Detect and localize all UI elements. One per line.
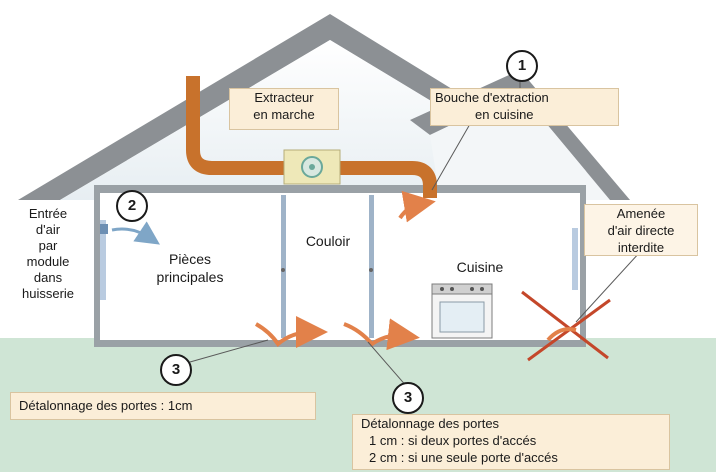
air-inlet-line2: d'air	[35, 222, 61, 237]
leader-lines	[189, 80, 641, 389]
door-undercut-2-line2: 1 cm : si deux portes d'accés	[369, 433, 537, 448]
kitchen-outlet-line1: Bouche d'extraction	[435, 90, 549, 105]
door-undercut-2-line1: Détalonnage des portes	[361, 416, 500, 431]
forbidden-air-line3: interdite	[617, 240, 665, 255]
air-inlet-line6: huisserie	[21, 286, 75, 301]
forbidden-air-line1: Amenée	[616, 206, 666, 221]
badge-2: 2	[116, 190, 148, 222]
kitchen-outlet-callout: Bouche d'extraction en cuisine	[430, 88, 619, 126]
kitchen-window	[572, 228, 578, 290]
extractor-label-line1: Extracteur	[254, 90, 314, 105]
extractor-unit	[283, 149, 341, 185]
room-corridor-label: Couloir	[305, 233, 351, 249]
air-inlet-label: Entrée d'air par module dans huisserie	[0, 206, 96, 302]
forbidden-air-callout: Amenée d'air directe interdite	[584, 204, 698, 256]
extraction-arrow	[398, 190, 436, 223]
air-inlet-line1: Entrée	[28, 206, 68, 221]
door-undercut-callout-1: Détalonnage des portes : 1cm	[10, 392, 316, 420]
room-main-label: Pièces principales	[130, 250, 250, 286]
air-inlet-window	[100, 220, 108, 300]
forbidden-air-line2: d'air directe	[607, 223, 675, 238]
room-main-line2: principales	[156, 269, 224, 285]
room-main-line1: Pièces	[168, 251, 212, 267]
door-undercut-callout-2: Détalonnage des portes 1 cm : si deux po…	[352, 414, 670, 470]
badge-3-right: 3	[392, 382, 424, 414]
inlet-arrow	[111, 221, 160, 245]
ceiling	[94, 185, 586, 193]
badge-3-left: 3	[160, 354, 192, 386]
extractor-label-line2: en marche	[253, 107, 315, 122]
house-walls	[94, 193, 586, 347]
door-undercut-2-line3: 2 cm : si une seule porte d'accés	[369, 450, 558, 465]
extractor-callout: Extracteur en marche	[229, 88, 339, 130]
airflow-arrows	[111, 190, 436, 351]
door-undercut-1-text: Détalonnage des portes : 1cm	[19, 398, 193, 413]
air-inlet-line5: dans	[33, 270, 63, 285]
room-kitchen-label: Cuisine	[456, 259, 504, 275]
door-arrow-1	[254, 316, 328, 349]
door-arrow-2	[343, 318, 420, 351]
air-inlet-line4: module	[26, 254, 70, 269]
air-inlet-line3: par	[38, 238, 58, 253]
badge-1: 1	[506, 50, 538, 82]
forbidden-cross	[521, 290, 611, 362]
stove	[431, 283, 493, 339]
kitchen-outlet-line2: en cuisine	[475, 107, 534, 122]
interior-doors	[281, 195, 374, 338]
